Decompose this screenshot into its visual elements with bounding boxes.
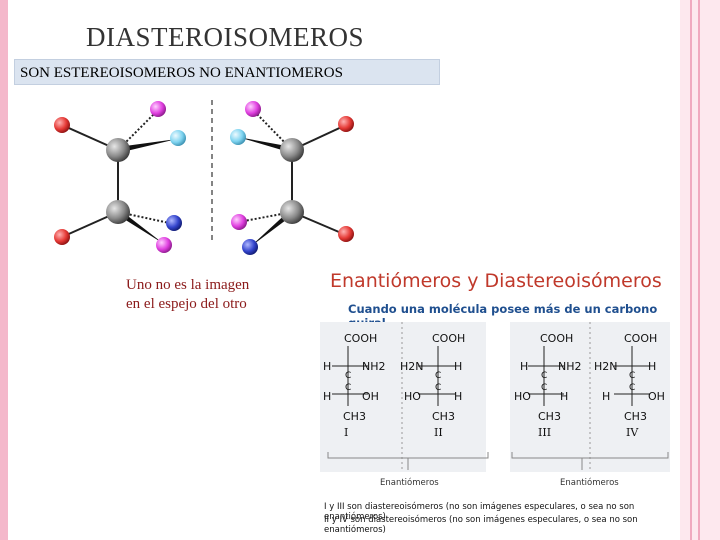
svg-text:III: III xyxy=(538,426,551,439)
svg-text:COOH: COOH xyxy=(432,332,465,345)
svg-text:OH: OH xyxy=(648,390,665,403)
right-red-atom-top xyxy=(338,116,354,132)
svg-text:H: H xyxy=(560,390,568,403)
svg-text:H2N: H2N xyxy=(400,360,424,373)
right-magenta-atom-top xyxy=(245,101,261,117)
svg-text:I: I xyxy=(344,426,348,439)
svg-text:COOH: COOH xyxy=(540,332,573,345)
fischer-structure-2: COOH H2N C H HO C H CH3 II xyxy=(400,332,465,439)
fischer-structure-4: COOH H2N C H H C OH CH3 IV xyxy=(594,332,665,439)
right-carbon-top xyxy=(280,138,304,162)
left-magenta-atom-bottom xyxy=(156,237,172,253)
svg-text:C: C xyxy=(435,383,441,393)
left-carbon-bottom xyxy=(106,200,130,224)
left-blue-atom xyxy=(166,215,182,231)
slide-title: DIASTEROISOMEROS xyxy=(86,22,365,52)
caption-line-2: en el espejo del otro xyxy=(126,296,247,312)
slide-subtitle: SON ESTEREOISOMEROS NO ENANTIOMEROS xyxy=(14,59,440,85)
svg-text:C: C xyxy=(629,383,635,393)
right-border-decoration xyxy=(680,0,720,540)
svg-text:H2N: H2N xyxy=(594,360,618,373)
svg-text:H: H xyxy=(454,390,462,403)
left-red-atom-bottom xyxy=(54,229,70,245)
mirror-molecules-illustration xyxy=(54,100,354,255)
right-blue-atom xyxy=(242,239,258,255)
svg-text:IV: IV xyxy=(626,426,639,439)
footnote-1: I y III son diastereoisómeros (no son im… xyxy=(324,502,635,522)
embedded-fischer-image: Enantiómeros y Diastereoisómeros Cuando … xyxy=(318,266,674,536)
svg-text:NH2: NH2 xyxy=(362,360,386,373)
svg-text:H: H xyxy=(454,360,462,373)
right-red-atom-bottom xyxy=(338,226,354,242)
svg-text:H: H xyxy=(648,360,656,373)
svg-text:C: C xyxy=(435,371,441,381)
svg-text:CH3: CH3 xyxy=(538,410,561,423)
svg-text:H: H xyxy=(602,390,610,403)
svg-text:H: H xyxy=(323,360,331,373)
footnote-2: II y IV son diastereoisómeros (no son im… xyxy=(324,515,638,535)
svg-text:C: C xyxy=(345,371,351,381)
svg-text:OH: OH xyxy=(362,390,379,403)
svg-text:II: II xyxy=(434,426,443,439)
svg-text:C: C xyxy=(629,371,635,381)
svg-text:COOH: COOH xyxy=(344,332,377,345)
fischer-projections: COOH H C NH2 H C OH CH3 I COOH H2N C H H… xyxy=(323,322,669,472)
svg-text:C: C xyxy=(541,383,547,393)
svg-text:CH3: CH3 xyxy=(432,410,455,423)
left-magenta-atom-top xyxy=(150,101,166,117)
svg-text:CH3: CH3 xyxy=(343,410,366,423)
svg-text:CH3: CH3 xyxy=(624,410,647,423)
right-cyan-atom xyxy=(230,129,246,145)
svg-text:NH2: NH2 xyxy=(558,360,582,373)
svg-text:COOH: COOH xyxy=(624,332,657,345)
svg-text:C: C xyxy=(541,371,547,381)
caption-line-1: Uno no es la imagen xyxy=(126,277,250,293)
left-carbon-top xyxy=(106,138,130,162)
fischer-structure-3: COOH H C NH2 HO C H CH3 III xyxy=(514,332,582,439)
left-cyan-atom xyxy=(170,130,186,146)
svg-text:HO: HO xyxy=(514,390,531,403)
left-red-atom-top xyxy=(54,117,70,133)
svg-text:C: C xyxy=(345,383,351,393)
fischer-structure-1: COOH H C NH2 H C OH CH3 I xyxy=(323,332,386,439)
enantiomers-label-left: Enantiómeros xyxy=(380,478,439,488)
enantiomers-label-right: Enantiómeros xyxy=(560,478,619,488)
right-magenta-atom-bottom xyxy=(231,214,247,230)
left-border-decoration xyxy=(0,0,8,540)
mirror-caption: Uno no es la imagen en el espejo del otr… xyxy=(126,276,249,314)
svg-text:H: H xyxy=(520,360,528,373)
right-carbon-bottom xyxy=(280,200,304,224)
svg-text:HO: HO xyxy=(404,390,421,403)
svg-text:H: H xyxy=(323,390,331,403)
embedded-title: Enantiómeros y Diastereoisómeros xyxy=(330,270,662,292)
